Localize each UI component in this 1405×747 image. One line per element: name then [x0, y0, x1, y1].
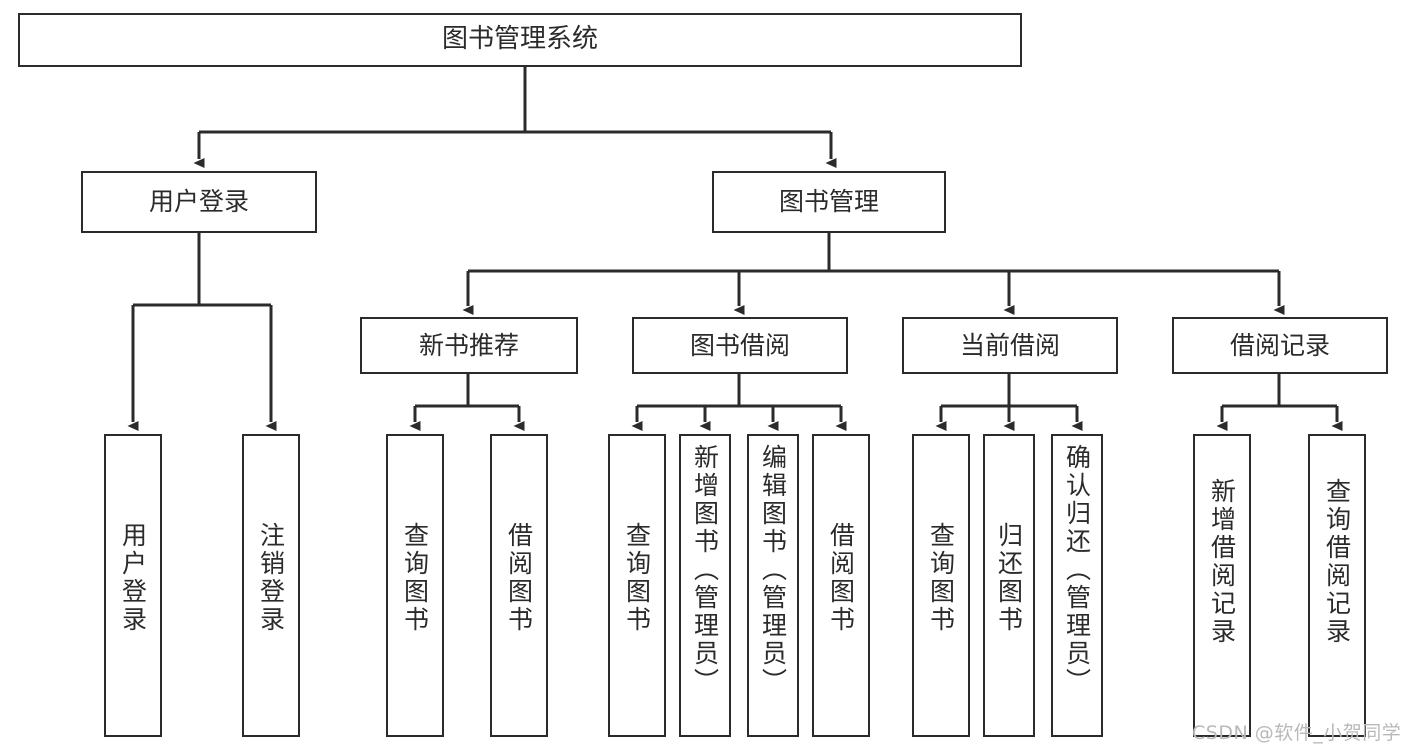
node-leaf-add-book[interactable]: 新增图书（管理员）	[679, 434, 731, 737]
node-leaf-logout[interactable]: 注销登录	[242, 434, 300, 737]
node-book-borrow[interactable]: 图书借阅	[632, 317, 848, 374]
node-book-borrow-label: 图书借阅	[689, 330, 790, 360]
node-leaf-user-login[interactable]: 用户登录	[104, 434, 162, 737]
node-leaf-borrow-book-1[interactable]: 借阅图书	[490, 434, 548, 737]
node-leaf-borrow-book-1-label: 借阅图书	[504, 522, 534, 634]
node-current-borrow-label: 当前借阅	[959, 330, 1060, 360]
node-leaf-edit-book-label: 编辑图书（管理员）	[758, 444, 788, 696]
node-leaf-query-record[interactable]: 查询借阅记录	[1308, 434, 1366, 737]
node-leaf-query-book-2-label: 查询图书	[622, 522, 652, 634]
node-leaf-edit-book[interactable]: 编辑图书（管理员）	[747, 434, 799, 737]
node-root-label: 图书管理系统	[441, 24, 598, 55]
node-leaf-add-book-label: 新增图书（管理员）	[690, 444, 720, 696]
node-leaf-confirm-return[interactable]: 确认归还（管理员）	[1051, 434, 1103, 737]
node-new-book-recommend-label: 新书推荐	[418, 330, 519, 360]
node-book-manage[interactable]: 图书管理	[712, 171, 946, 233]
node-leaf-return-book-label: 归还图书	[994, 522, 1024, 634]
node-borrow-record[interactable]: 借阅记录	[1172, 317, 1388, 374]
node-leaf-add-record-label: 新增借阅记录	[1207, 478, 1237, 646]
node-leaf-borrow-book-2[interactable]: 借阅图书	[812, 434, 870, 737]
csdn-watermark: CSDN @软件_小贺同学	[1192, 722, 1402, 744]
node-leaf-query-book-2[interactable]: 查询图书	[608, 434, 666, 737]
node-user-login[interactable]: 用户登录	[81, 171, 317, 233]
node-leaf-query-book-1[interactable]: 查询图书	[386, 434, 444, 737]
node-root[interactable]: 图书管理系统	[18, 13, 1022, 67]
node-new-book-recommend[interactable]: 新书推荐	[360, 317, 578, 374]
node-leaf-return-book[interactable]: 归还图书	[983, 434, 1035, 737]
node-leaf-user-login-label: 用户登录	[118, 522, 148, 634]
node-leaf-add-record[interactable]: 新增借阅记录	[1193, 434, 1251, 737]
node-leaf-logout-label: 注销登录	[256, 522, 286, 634]
node-leaf-confirm-return-label: 确认归还（管理员）	[1062, 444, 1092, 696]
node-leaf-query-book-3[interactable]: 查询图书	[912, 434, 970, 737]
node-current-borrow[interactable]: 当前借阅	[902, 317, 1118, 374]
node-leaf-query-record-label: 查询借阅记录	[1322, 478, 1352, 646]
node-book-manage-label: 图书管理	[778, 187, 879, 216]
node-leaf-borrow-book-2-label: 借阅图书	[826, 522, 856, 634]
node-user-login-label: 用户登录	[148, 187, 249, 216]
node-leaf-query-book-1-label: 查询图书	[400, 522, 430, 634]
node-borrow-record-label: 借阅记录	[1229, 330, 1330, 360]
node-leaf-query-book-3-label: 查询图书	[926, 522, 956, 634]
